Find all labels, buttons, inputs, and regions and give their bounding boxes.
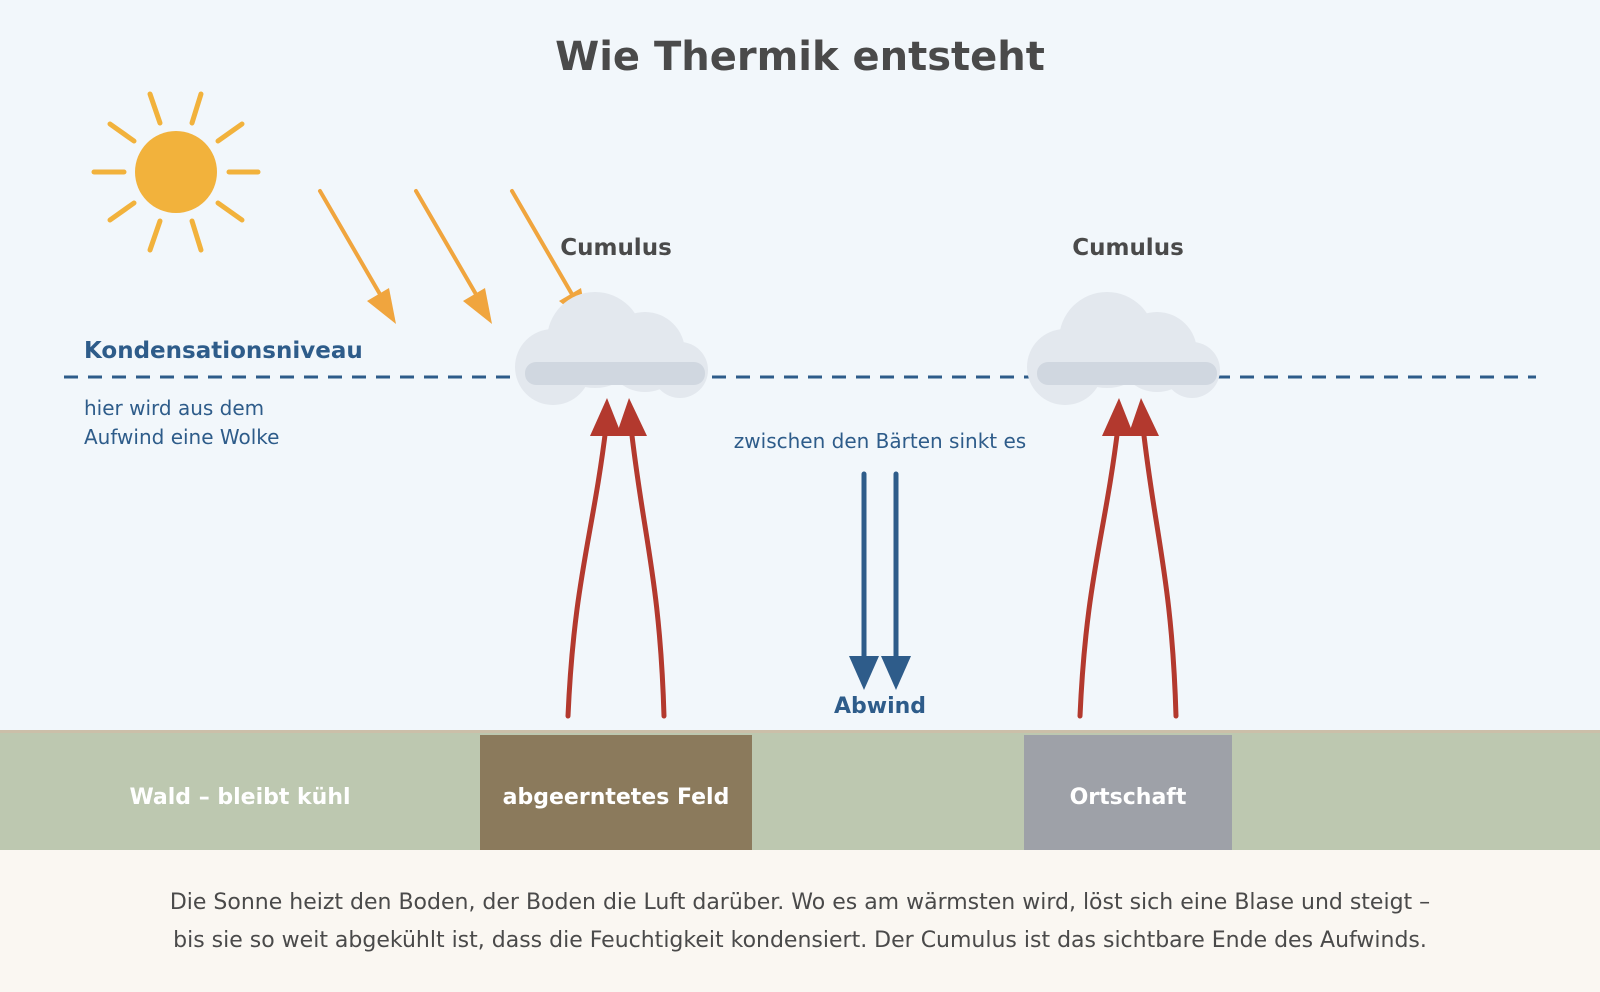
diagram-canvas: Wie Thermik entsteht — [0, 0, 1600, 850]
downdraft-arrows — [849, 471, 911, 690]
sun-icon — [91, 91, 261, 253]
page-title: Wie Thermik entsteht — [555, 34, 1045, 80]
cloud-label-1: Cumulus — [560, 235, 672, 261]
ground-town — [1024, 735, 1232, 850]
condensation-note-line1: hier wird aus dem — [84, 396, 264, 420]
downdraft-label: Abwind — [834, 694, 926, 719]
ground-label-field: abgeerntetes Feld — [503, 785, 730, 810]
ground-field — [480, 735, 752, 850]
caption-line-1: Die Sonne heizt den Boden, der Boden die… — [169, 890, 1431, 915]
caption-line-2: bis sie so weit abgekühlt ist, dass die … — [173, 928, 1427, 953]
ground-label-town: Ortschaft — [1070, 785, 1187, 810]
condensation-note-line2: Aufwind eine Wolke — [84, 425, 279, 449]
cloud-label-2: Cumulus — [1072, 235, 1184, 261]
sunbeam-arrow — [318, 189, 396, 324]
ground-label-forest: Wald – bleibt kühl — [129, 785, 350, 810]
downdraft-note: zwischen den Bärten sinkt es — [734, 429, 1026, 453]
cloud-icon — [1027, 292, 1220, 405]
cloud-icon — [515, 292, 708, 405]
condensation-level-label: Kondensationsniveau — [84, 338, 363, 364]
ground-strip — [0, 733, 1600, 850]
sunbeam-arrow — [414, 189, 492, 324]
sky-background — [0, 0, 1600, 850]
ground-surface-line — [0, 730, 1600, 733]
updraft-arrows-field — [565, 398, 667, 719]
updraft-arrows-town — [1077, 398, 1179, 719]
caption-box: Die Sonne heizt den Boden, der Boden die… — [0, 850, 1600, 992]
